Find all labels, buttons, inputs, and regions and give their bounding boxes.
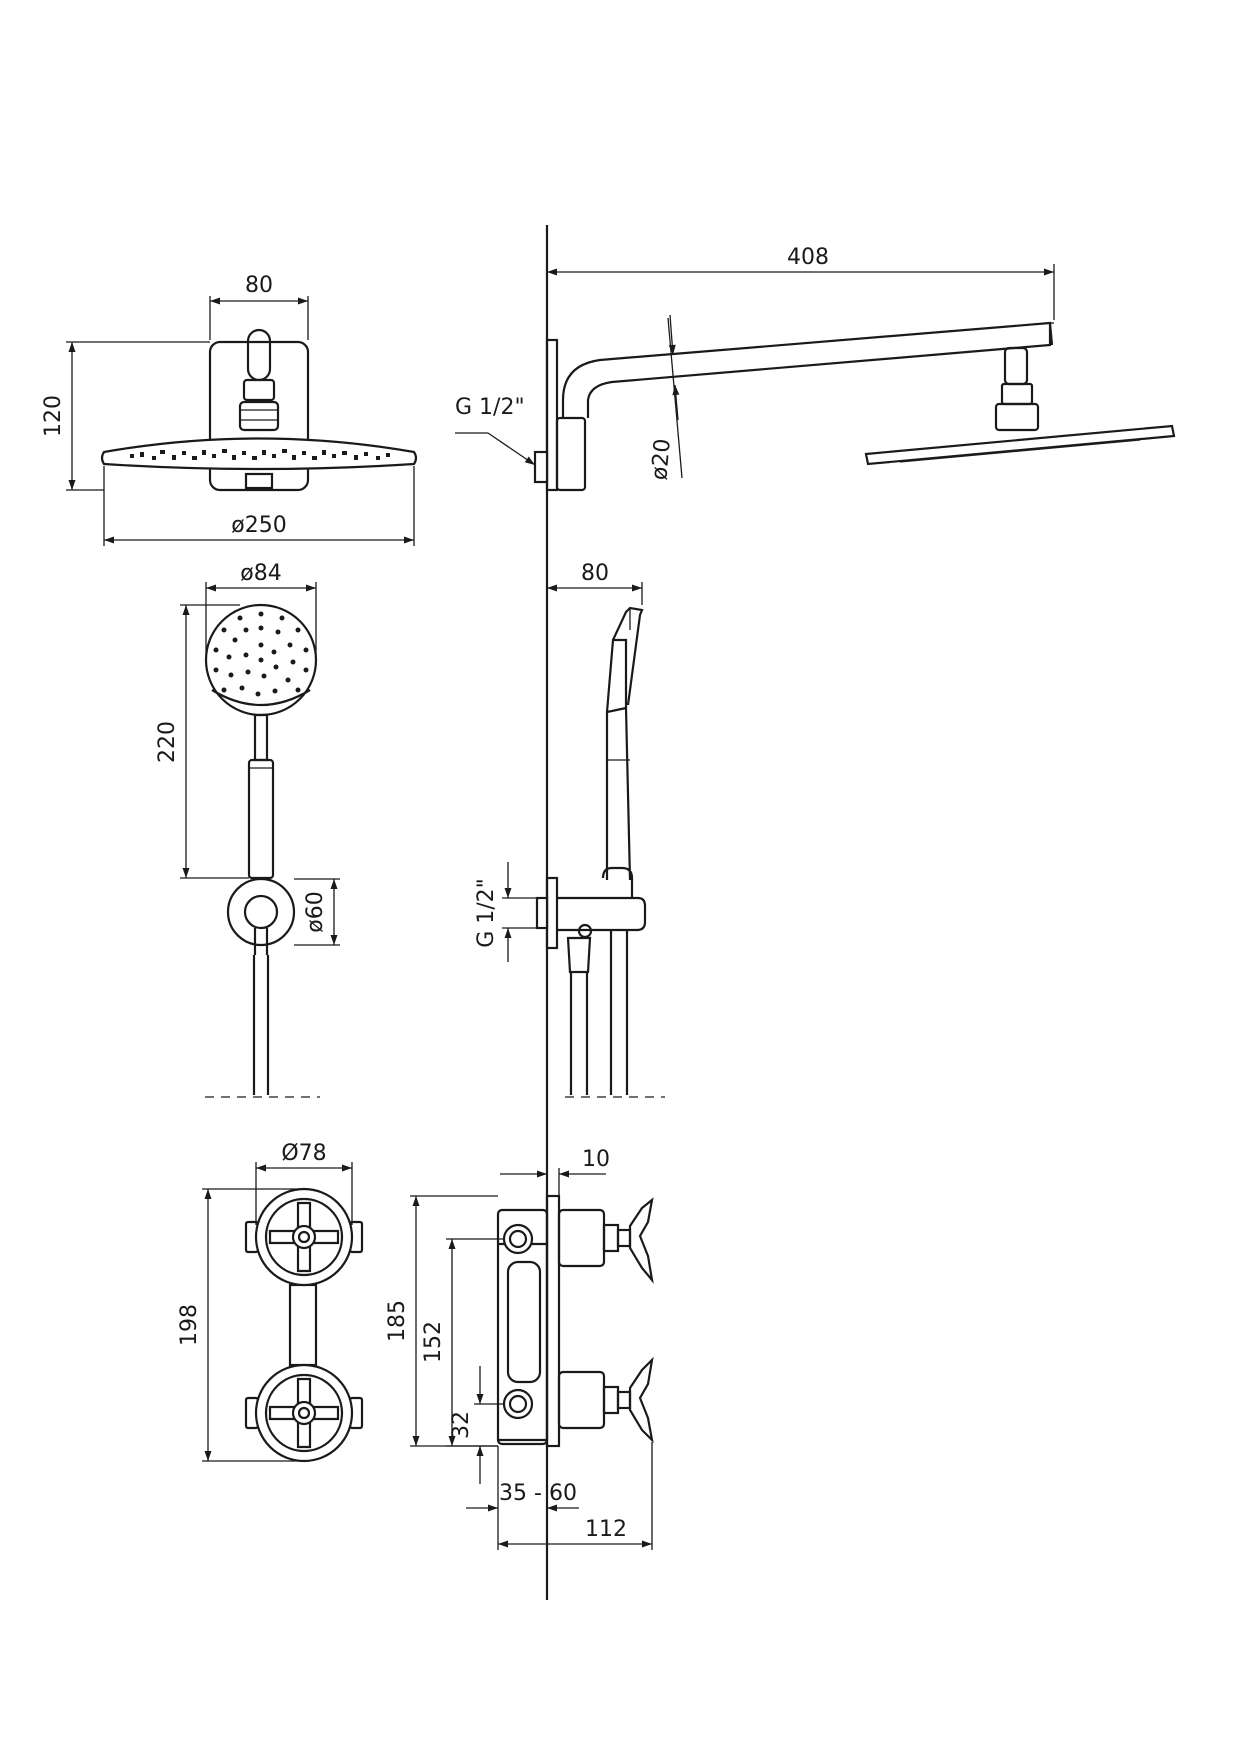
holder-rosette [226,877,296,947]
label-35-60: 35 - 60 [499,1481,577,1506]
valve-handle-bottom [628,1356,654,1444]
label-112: 112 [585,1517,627,1542]
label-80-top: 80 [245,273,273,298]
valve-bottom [244,1363,364,1463]
overhead-shower-front-view [100,328,418,492]
label-10: 10 [582,1147,610,1172]
dim-hand-diameter: ø84 [205,561,317,655]
label-408: 408 [787,245,829,270]
hand-shower-front-view [204,603,320,1098]
hand-nozzles [213,611,309,697]
shower-arm [561,321,1052,418]
dim-valve-total-depth: 112 [497,1442,653,1550]
label-250: ø250 [231,513,286,538]
label-32: 32 [449,1411,474,1439]
valve-body [496,1208,549,1446]
dim-valve-offset: 10 [500,1147,610,1195]
dim-valve-height: 198 [177,1188,300,1462]
hand-shower-handle [247,758,275,880]
label-g12-arm: G 1/2" [455,395,525,420]
dim-head-height: 120 [41,341,210,491]
label-84: ø84 [240,561,281,586]
nozzle-row [130,449,390,460]
label-g12-holder: G 1/2" [474,878,499,948]
shower-head-disc [100,437,418,471]
label-20: ø20 [647,438,676,481]
valve-front-view [244,1187,364,1463]
label-78: Ø78 [281,1141,326,1166]
dim-holder-depth: 80 [547,561,643,605]
dim-hand-length: 220 [155,604,249,879]
holder-body [557,896,647,932]
label-198: 198 [177,1304,202,1346]
dim-arm-length: 408 [547,245,1055,320]
dim-holder-diameter: ø60 [294,878,340,946]
dim-valve-spacing: 152 [421,1238,504,1447]
dim-valve-depth-range: 35 - 60 [466,1446,579,1515]
label-185: 185 [385,1300,410,1342]
label-60: ø60 [303,891,328,932]
label-80-side: 80 [581,561,609,586]
hand-shower-side [605,706,632,881]
overhead-shower-side-view [533,321,1176,492]
valve-spindle-top [557,1197,654,1284]
dim-arm-thread: G 1/2" [455,395,536,466]
dim-holder-thread: G 1/2" [474,862,537,962]
valve-top [244,1187,364,1287]
label-120: 120 [41,395,66,437]
dim-valve-rosette: Ø78 [255,1141,353,1225]
valve-handle-top [628,1197,654,1284]
valve-spindle-bottom [557,1356,654,1444]
shower-head-side [864,424,1176,466]
dim-arm-pipe: ø20 [647,314,683,481]
wall-plate [208,340,310,492]
holder-flange [545,876,559,950]
dim-valve-body-height: 185 [385,1195,498,1447]
valve-side-view [496,1194,654,1448]
dim-valve-bottom: 32 [449,1366,504,1484]
wall-flange [545,338,559,492]
label-220: 220 [155,721,180,763]
dim-head-diameter: ø250 [103,466,415,546]
label-152: 152 [421,1321,446,1363]
dim-head-plate-width: 80 [209,273,309,340]
hand-shower-side-view [535,606,665,1098]
